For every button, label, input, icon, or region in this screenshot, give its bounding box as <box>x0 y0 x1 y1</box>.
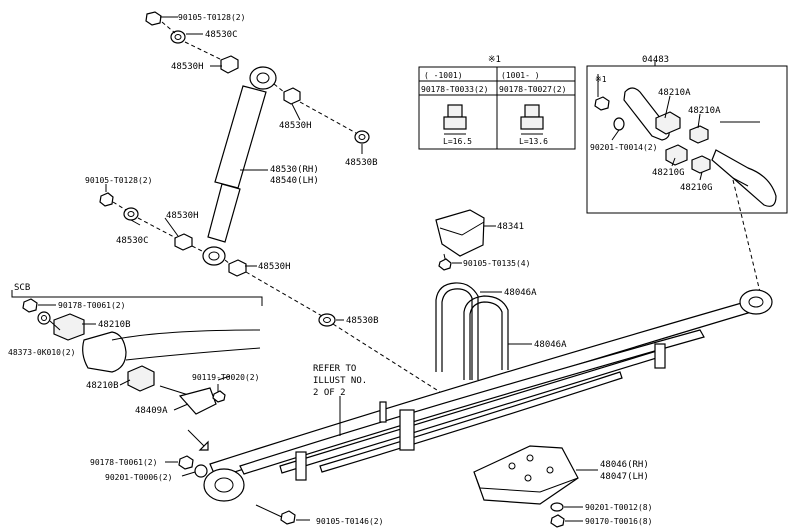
label-scb-bolt: 90119-T0020(2) <box>192 373 259 382</box>
label-scb-bush2: 48210B <box>86 381 119 391</box>
label-table-l2: L=13.6 <box>519 137 548 146</box>
label-shock-rh: 48530(RH) <box>270 165 319 175</box>
label-washer-top: 48530C <box>205 30 238 40</box>
leaf-spring <box>203 289 773 502</box>
label-scb-washer: 48373-0K010(2) <box>8 348 75 357</box>
label-shock-lh: 48540(LH) <box>270 176 319 186</box>
label-bumper-bolt: 90105-T0135(4) <box>463 259 530 268</box>
front-hardware <box>178 455 296 525</box>
shock-absorber <box>99 11 441 393</box>
label-bush-mid: 48530H <box>166 211 199 221</box>
label-nut-b: 90170-T0016(8) <box>585 517 652 526</box>
label-front-nut: 90178-T0061(2) <box>90 458 157 467</box>
label-bush-low: 48530H <box>258 262 291 272</box>
spring-seat <box>473 445 579 528</box>
label-table-col1: ( -1001) <box>424 71 463 80</box>
label-scb-nut: 90178-T0061(2) <box>58 301 125 310</box>
label-table-col2: (1001- ) <box>501 71 540 80</box>
label-refer-3: 2 OF 2 <box>313 388 346 398</box>
label-front-washer: 90201-T0006(2) <box>105 473 172 482</box>
label-spacer-lh: 48047(LH) <box>600 472 649 482</box>
label-ubolt-a: 48046A <box>504 288 537 298</box>
label-shackle-bush-a1: 48210A <box>658 88 691 98</box>
leader-lines <box>38 16 703 522</box>
label-scb-shackle: 48409A <box>135 406 168 416</box>
label-table-pn2: 90178-T0027(2) <box>499 85 566 94</box>
shackle-kit <box>586 65 788 293</box>
u-bolts <box>435 282 509 380</box>
label-bush-top-left: 48530H <box>171 62 204 72</box>
note-table <box>418 66 576 150</box>
label-ubolt: 48046A <box>534 340 567 350</box>
label-bolt-top: 90105-T0128(2) <box>178 13 245 22</box>
label-shackle-bush-a2: 48210A <box>688 106 721 116</box>
label-shackle-bush-g1: 48210G <box>652 168 685 178</box>
label-shackle-washer: 90201-T0014(2) <box>590 143 657 152</box>
scb-kit <box>11 290 263 451</box>
label-spacer-rh: 48046(RH) <box>600 460 649 470</box>
label-refer-2: ILLUST NO. <box>313 376 367 386</box>
label-shackle-group: 04483 <box>642 55 669 65</box>
label-table-l1: L=16.5 <box>443 137 472 146</box>
label-note-mark: ※1 <box>488 55 501 65</box>
label-bolt-mid: 90105-T0128(2) <box>85 176 152 185</box>
part-labels: 90105-T0128(2) 48530C 48530H 48530H 4853… <box>8 13 721 526</box>
label-washer-b-low: 48530B <box>346 316 379 326</box>
label-front-bolt: 90105-T0146(2) <box>316 517 383 526</box>
bump-stopper <box>435 209 485 271</box>
label-bumper: 48341 <box>497 222 524 232</box>
label-scb-bush1: 48210B <box>98 320 131 330</box>
label-refer-1: REFER TO <box>313 364 356 374</box>
label-table-pn1: 90178-T0033(2) <box>421 85 488 94</box>
label-nut-a: 90201-T0012(8) <box>585 503 652 512</box>
label-bush-top-right: 48530H <box>279 121 312 131</box>
label-washer-mid: 48530C <box>116 236 149 246</box>
label-shackle-bush-g2: 48210G <box>680 183 713 193</box>
label-scb: SCB <box>14 283 30 293</box>
label-washer-b-top: 48530B <box>345 158 378 168</box>
label-shackle-note: ※1 <box>595 75 607 84</box>
